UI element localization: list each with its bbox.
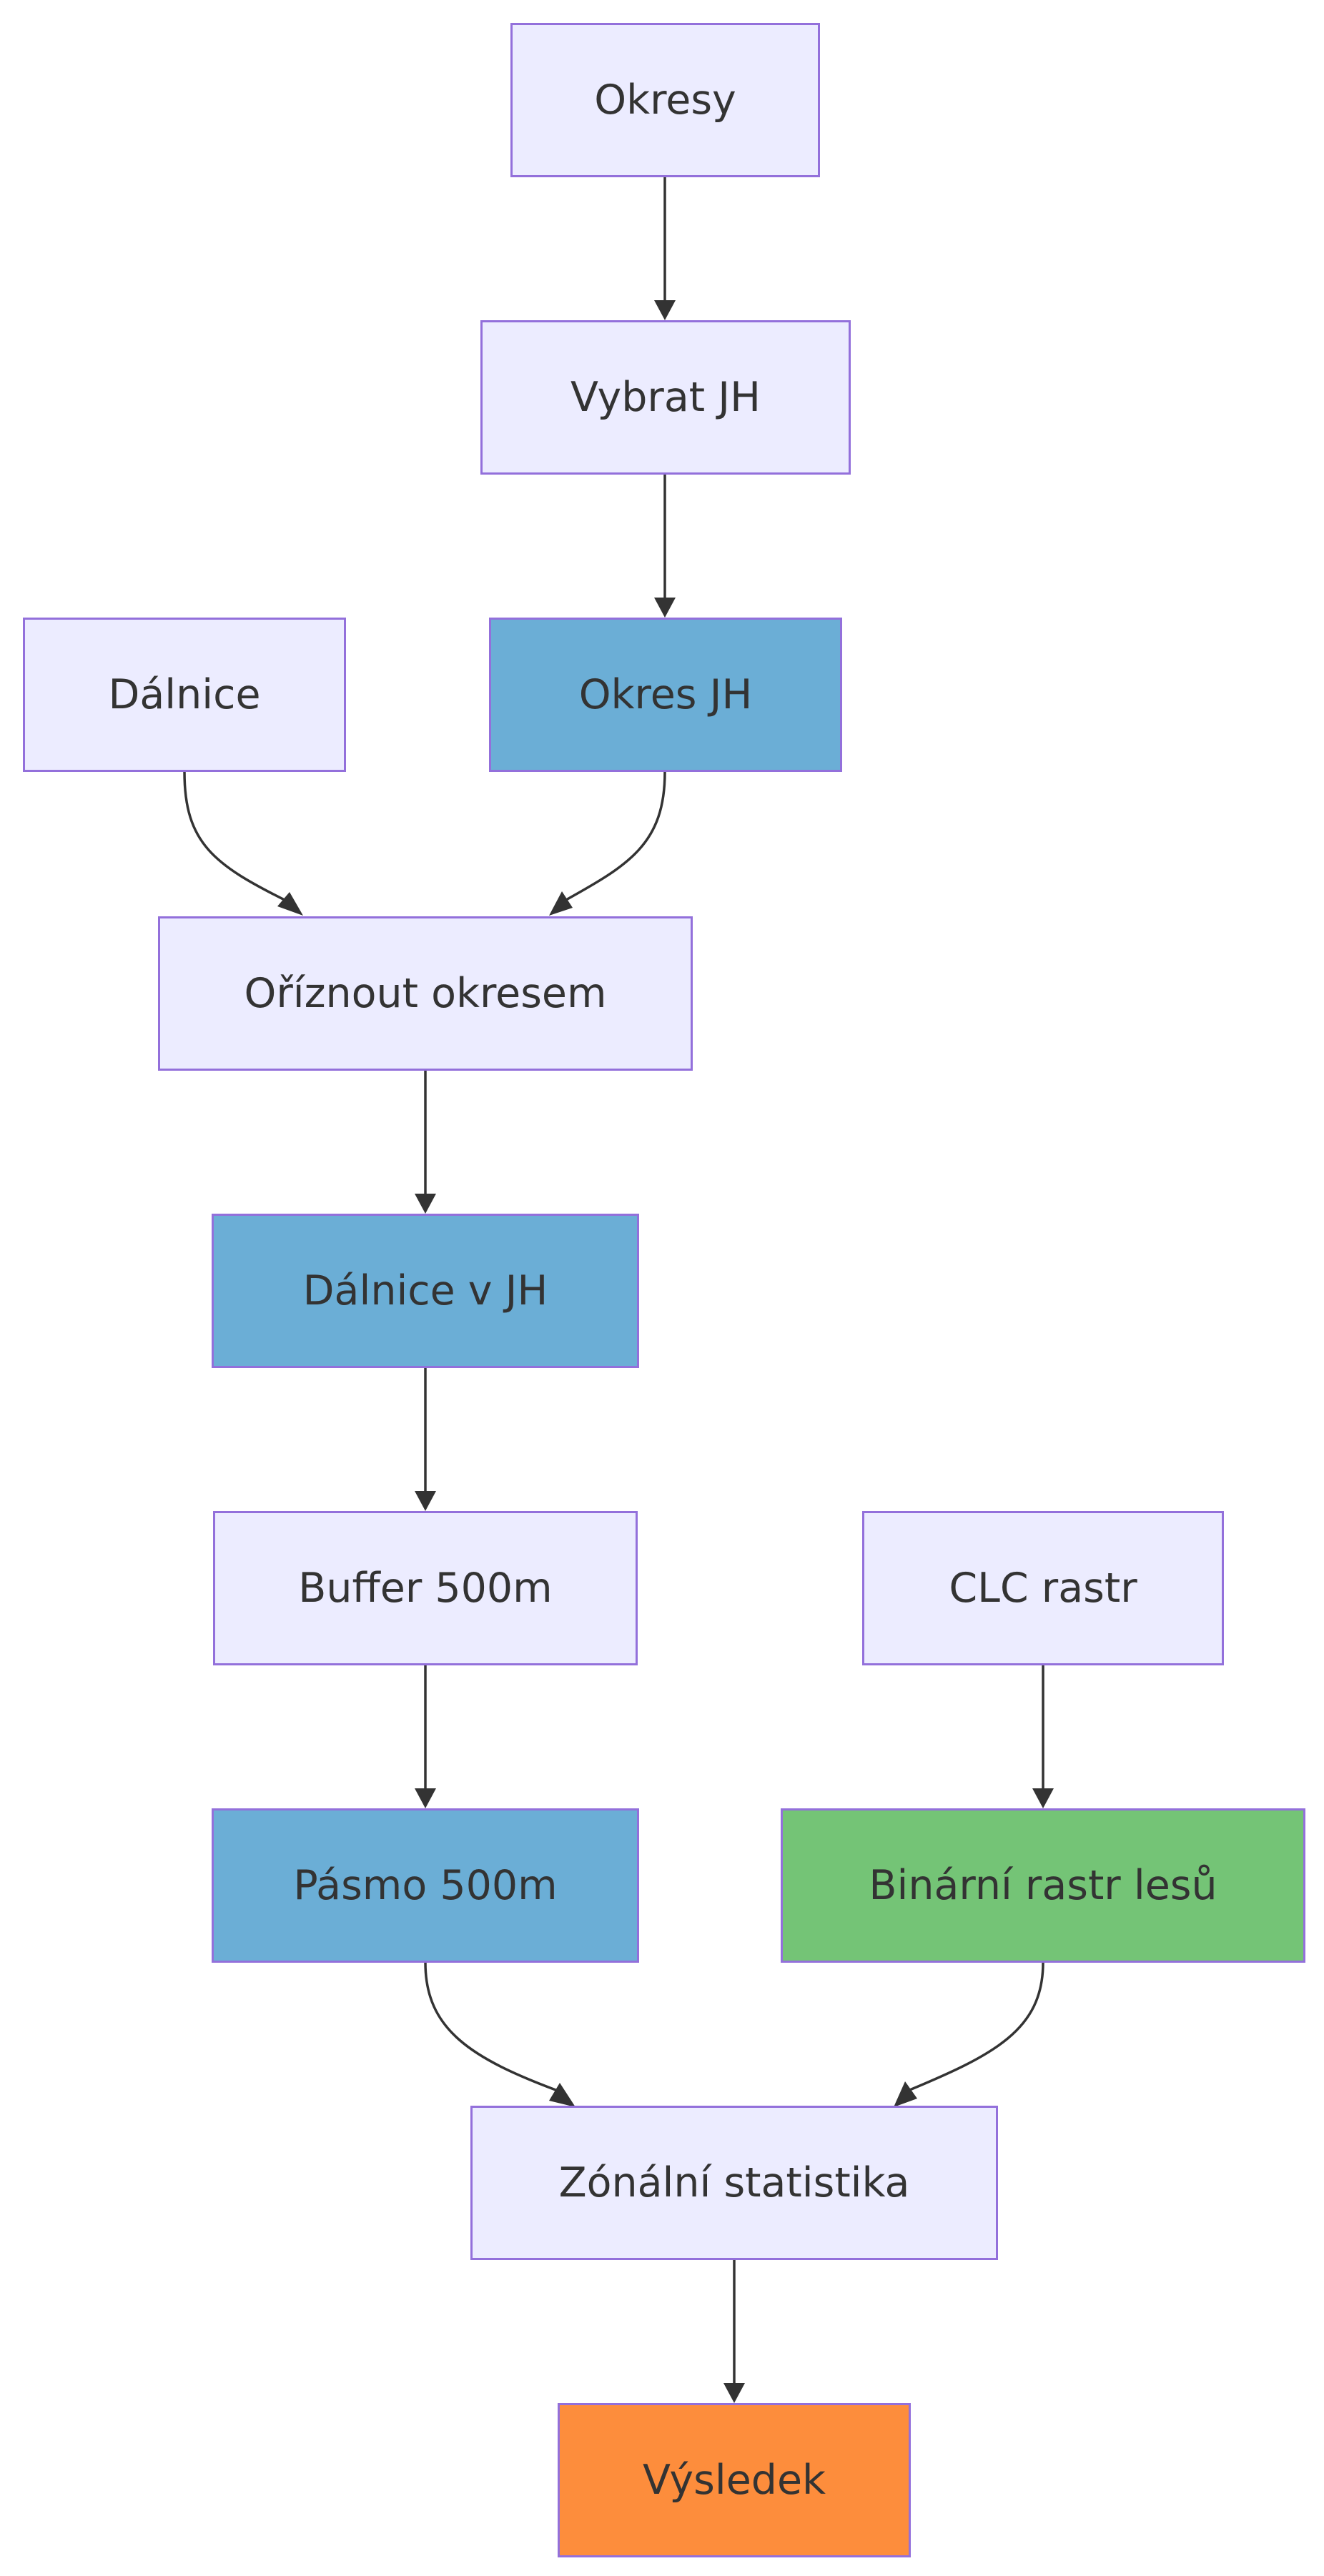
node-clc-rastr: CLC rastr	[862, 1511, 1224, 1665]
edge-dalnice-oriznout	[183, 771, 287, 902]
arrowhead-buffer-pasmo	[415, 1788, 436, 1808]
node-buffer-500m: Buffer 500m	[213, 1511, 638, 1665]
node-zonalni-statistika: Zónální statistika	[470, 2106, 998, 2260]
arrowhead-clc-binarni	[1032, 1788, 1054, 1808]
edge-pasmo-zonalni	[424, 1962, 558, 2092]
node-oriznout-okresem: Oříznout okresem	[158, 916, 693, 1071]
node-okresy: Okresy	[510, 23, 820, 177]
arrowhead-vybrat-jh-okres-jh	[654, 598, 676, 618]
node-binarni-rastr-lesu: Binární rastr lesů	[781, 1808, 1305, 1963]
node-vysledek: Výsledek	[558, 2403, 911, 2557]
arrowhead-dalnice-oriznout	[277, 892, 303, 916]
arrowhead-okres-jh-oriznout	[549, 891, 573, 916]
node-dalnice: Dálnice	[23, 618, 346, 772]
arrowhead-zonalni-vysledek	[723, 2383, 745, 2403]
arrowhead-pasmo-zonalni	[549, 2083, 575, 2107]
arrowhead-binarni-zonalni	[894, 2081, 917, 2107]
edge-binarni-zonalni	[907, 1962, 1044, 2092]
node-okres-jh: Okres JH	[489, 618, 842, 772]
node-vybrat-jh: Vybrat JH	[480, 320, 851, 475]
node-dalnice-v-jh: Dálnice v JH	[212, 1214, 639, 1368]
arrowhead-okresy-vybrat-jh	[654, 300, 676, 320]
arrowhead-dalnice-v-jh-buffer	[415, 1491, 436, 1511]
node-pasmo-500m: Pásmo 500m	[212, 1808, 639, 1963]
edge-okres-jh-oriznout	[564, 771, 666, 902]
arrowhead-oriznout-dalnice-v-jh	[415, 1194, 436, 1214]
